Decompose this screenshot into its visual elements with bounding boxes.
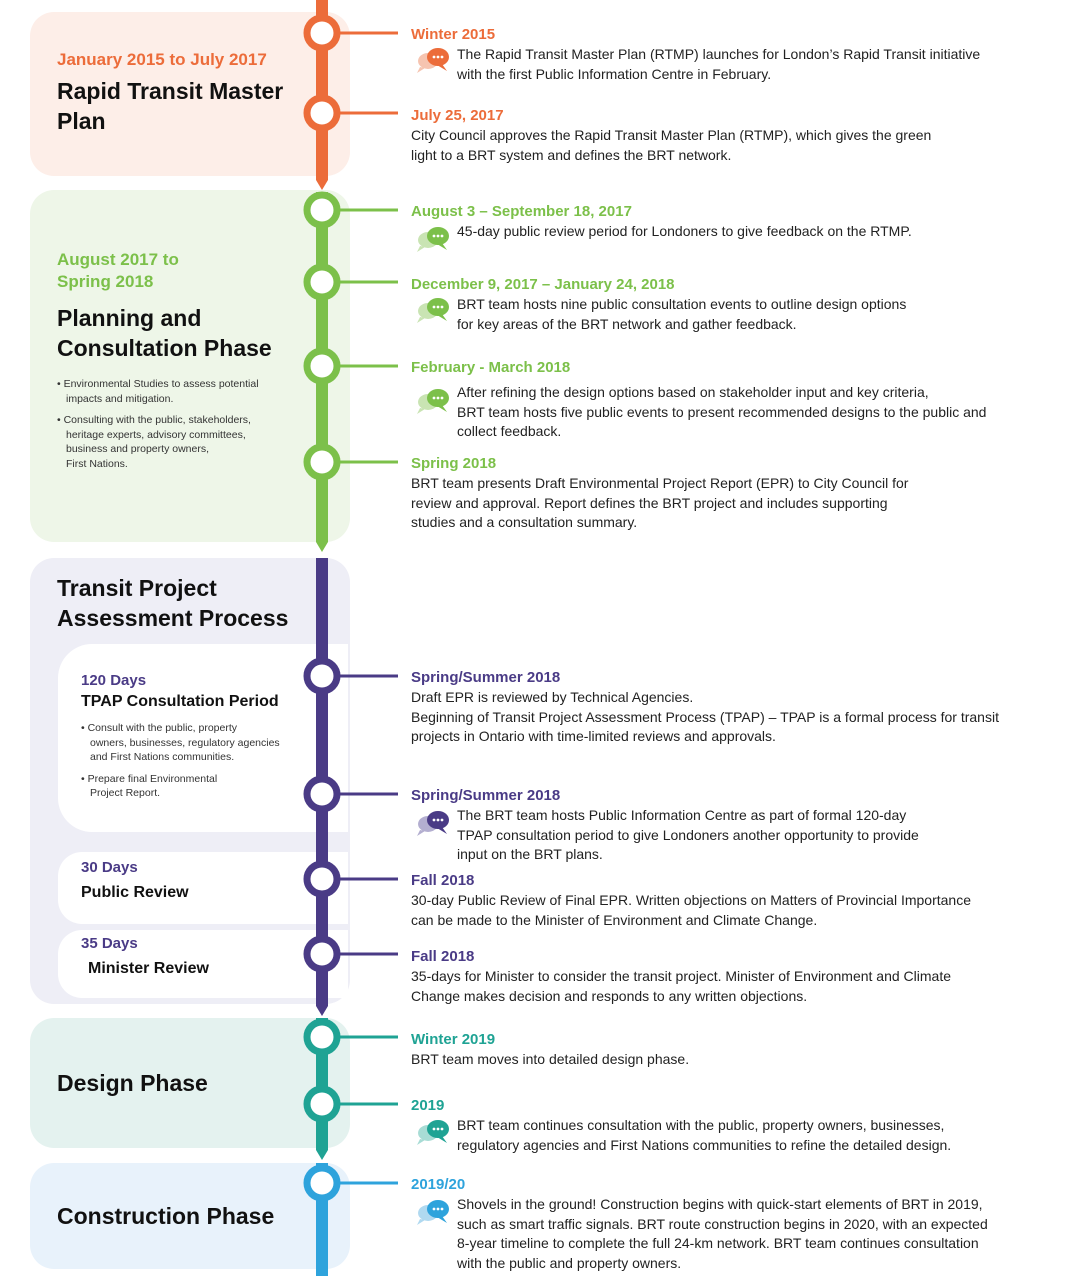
planning-title-line2: Consultation Phase [57,335,272,361]
timeline-node [303,14,341,52]
event-text: BRT team hosts nine public consultation … [457,296,907,332]
event-date: 2019 [411,1097,445,1114]
timeline-node [303,263,341,301]
timeline-node [303,191,341,229]
planning-title: Planning and Consultation Phase [57,303,272,363]
event-text: Shovels in the ground! Construction begi… [457,1196,988,1271]
public-review-title: Public Review [81,884,189,901]
chat-bubble-icon [417,811,449,836]
tpap-consult-bullets: Consult with the public, propertyowners,… [81,721,311,808]
planning-bullets: Environmental Studies to assess potentia… [57,377,297,478]
event-date: Winter 2019 [411,1031,496,1048]
minister-review-days: 35 Days [81,935,138,952]
timeline-node [303,775,341,813]
tpap-title-line2: Assessment Process [57,605,289,631]
event-date: 2019/20 [411,1176,466,1193]
rtmp-title: Rapid Transit Master Plan [57,76,283,136]
event-text: 45-day public review period for Londoner… [457,223,912,239]
timeline-node [303,1085,341,1123]
event-text: City Council approves the Rapid Transit … [411,127,932,163]
tpap-title: Transit Project Assessment Process [57,573,288,633]
construction-title: Construction Phase [57,1203,275,1229]
design-title: Design Phase [57,1070,208,1096]
chat-bubble-icon [417,227,449,252]
timeline-node [303,657,341,695]
event-text: After refining the design options based … [457,384,987,439]
planning-dates: August 2017 to Spring 2018 [57,249,179,293]
timeline-node [303,443,341,481]
chat-bubble-icon [417,1120,449,1145]
event-date: Fall 2018 [411,872,475,889]
event-text: The BRT team hosts Public Information Ce… [457,807,919,862]
event-date: Spring/Summer 2018 [411,669,561,686]
event-text: 35-days for Minister to consider the tra… [411,968,952,1004]
planning-bullet: Environmental Studies to assess potentia… [57,377,297,406]
event-date: Spring/Summer 2018 [411,787,561,804]
event-text: BRT team continues consultation with the… [457,1117,952,1153]
tpap-consult-days: 120 Days [81,672,147,689]
chat-bubble-icon [417,298,449,323]
rtmp-title-line2: Plan [57,108,106,134]
timeline-node [303,860,341,898]
event-date: August 3 – September 18, 2017 [411,203,632,220]
phase-panel-construction [30,1163,350,1269]
chat-bubble-icon [417,1200,449,1225]
planning-dates-line1: August 2017 to [57,250,179,269]
minister-review-title: Minister Review [88,960,209,977]
rtmp-title-line1: Rapid Transit Master [57,78,284,104]
timeline-node [303,347,341,385]
minister-review-box [58,930,348,998]
tpap-bullet: Consult with the public, propertyowners,… [81,721,311,765]
public-review-days: 30 Days [81,859,138,876]
planning-title-line1: Planning and [57,305,202,331]
phase-panel-planning [30,190,350,542]
tpap-consult-title: TPAP Consultation Period [81,693,279,710]
event-date: December 9, 2017 – January 24, 2018 [411,276,675,293]
event-date: July 25, 2017 [411,107,504,124]
timeline-node [303,94,341,132]
rtmp-dates: January 2015 to July 2017 [57,50,267,69]
planning-bullet: Consulting with the public, stakeholders… [57,413,297,471]
event-text: BRT team moves into detailed design phas… [411,1051,690,1067]
chat-bubble-icon [417,48,449,73]
chat-bubble-icon [417,389,449,414]
phase-panel-design [30,1018,350,1148]
tpap-title-line1: Transit Project [57,575,217,601]
phase-panel-rtmp [30,12,350,176]
event-date: February - March 2018 [411,359,571,376]
timeline-node [303,1018,341,1056]
timeline-node [303,1164,341,1202]
event-text: BRT team presents Draft Environmental Pr… [411,475,909,530]
event-date: Fall 2018 [411,948,475,965]
public-review-box [58,852,348,924]
event-date: Winter 2015 [411,26,496,43]
planning-dates-line2: Spring 2018 [57,272,154,291]
event-text: 30-day Public Review of Final EPR. Writt… [411,892,971,928]
event-text: Draft EPR is reviewed by Technical Agenc… [411,689,999,744]
event-date: Spring 2018 [411,455,497,472]
timeline-node [303,935,341,973]
event-text: The Rapid Transit Master Plan (RTMP) lau… [457,46,981,82]
